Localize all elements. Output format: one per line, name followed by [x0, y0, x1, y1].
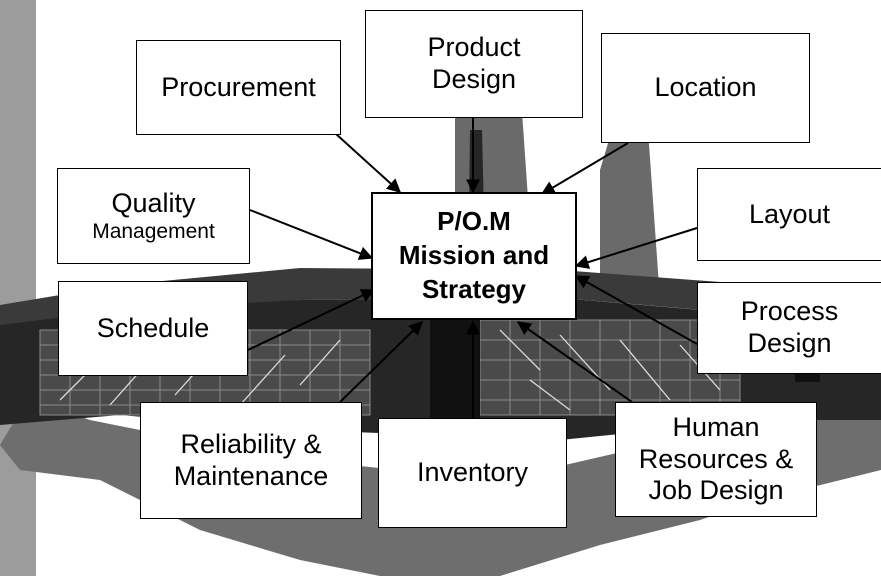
node-product-design: Product Design: [365, 10, 583, 118]
node-product-design-label-1: Product: [427, 32, 521, 63]
node-location: Location: [601, 33, 810, 143]
arrow-quality: [249, 209, 374, 260]
center-label-1: P/O.M: [437, 206, 511, 237]
node-location-label: Location: [654, 72, 757, 103]
arrow-process-design: [574, 275, 698, 345]
node-schedule-label: Schedule: [96, 312, 210, 343]
node-quality-label-1: Quality: [111, 187, 196, 218]
node-human-resources-label-1: Human: [672, 411, 760, 442]
center-label-3: Strategy: [421, 273, 527, 304]
node-inventory: Inventory: [378, 418, 567, 528]
arrow-reliability: [339, 321, 424, 403]
arrow-layout: [574, 227, 698, 269]
node-procurement: Procurement: [136, 40, 341, 135]
node-reliability-label-2: Maintenance: [173, 460, 329, 491]
node-procurement-label: Procurement: [161, 71, 316, 102]
arrow-location: [540, 142, 629, 195]
node-process-design-label-2: Design: [747, 328, 832, 358]
window-grid-right: [479, 319, 741, 416]
center-label-2: Mission and: [398, 240, 550, 271]
node-reliability-label-1: Reliability &: [180, 428, 322, 459]
smokestack-right: [600, 130, 660, 300]
arrow-schedule: [247, 289, 376, 351]
arrow-human-resources: [516, 321, 633, 403]
node-center-mission: P/O.M Mission and Strategy: [371, 192, 577, 320]
node-product-design-label-2: Design: [431, 64, 517, 94]
arrow-procurement: [335, 133, 402, 193]
node-reliability-maintenance: Reliability & Maintenance: [140, 402, 362, 519]
node-quality-management: Quality Management: [57, 168, 250, 264]
node-layout-label: Layout: [748, 198, 831, 229]
node-human-resources-label-2: Resources &: [638, 443, 794, 474]
node-process-design-label-1: Process: [740, 296, 839, 327]
node-layout: Layout: [697, 168, 881, 261]
node-schedule: Schedule: [58, 281, 248, 376]
node-quality-label-2: Management: [92, 219, 215, 243]
node-human-resources-label-3: Job Design: [648, 475, 784, 506]
node-human-resources: Human Resources & Job Design: [615, 402, 817, 517]
left-texture-strip: [0, 0, 36, 576]
node-inventory-label: Inventory: [416, 457, 529, 488]
node-process-design: Process Design: [697, 282, 881, 374]
